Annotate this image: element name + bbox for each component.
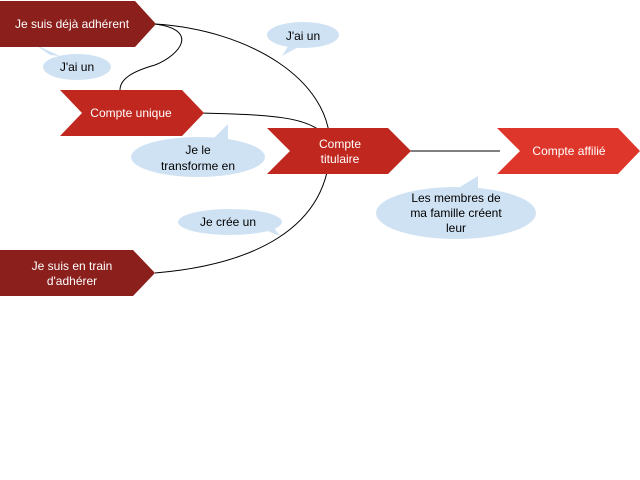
bubble-transforme-text-1: Je le [185, 143, 211, 157]
bubble-jai-un-left: J'ai un [34, 44, 111, 80]
connector-entrain-to-titulaire [154, 144, 331, 274]
bubble-jai-un-top-body [267, 22, 339, 48]
node-deja-adherent-shape [0, 1, 156, 47]
bubble-transforme-text-2: transforme en [161, 159, 235, 173]
node-compte-titulaire-shape [267, 128, 411, 174]
bubble-cree-un-body [178, 209, 282, 235]
node-en-train-text-2: d'adhérer [47, 274, 97, 288]
bubble-membres-body [376, 187, 536, 239]
bubble-cree-un: Je crée un [178, 209, 282, 236]
bubble-membres: Les membres de ma famille créent leur [376, 176, 536, 239]
node-en-train-text-1: Je suis en train [32, 259, 113, 273]
bubble-membres-text-2: ma famille créent [410, 206, 502, 220]
node-compte-affilie: Compte affilié [497, 128, 640, 174]
node-deja-adherent-text: Je suis déjà adhérent [15, 17, 130, 31]
node-compte-affilie-text: Compte affilié [532, 144, 605, 158]
bubble-cree-un-text: Je crée un [200, 215, 256, 229]
node-compte-unique-text: Compte unique [90, 106, 172, 120]
node-deja-adherent: Je suis déjà adhérent [0, 1, 156, 47]
node-en-train: Je suis en train d'adhérer [0, 250, 155, 296]
node-compte-affilie-shape [497, 128, 640, 174]
node-compte-titulaire-text-2: titulaire [321, 152, 360, 166]
node-compte-titulaire: Compte titulaire [267, 128, 411, 174]
node-compte-titulaire-text-1: Compte [319, 137, 361, 151]
bubble-jai-un-left-body [43, 54, 111, 80]
node-compte-unique: Compte unique [60, 90, 204, 136]
bubble-jai-un-top-text: J'ai un [286, 29, 320, 43]
node-compte-unique-shape [60, 90, 204, 136]
bubble-transforme: Je le transforme en [131, 124, 265, 177]
bubble-transforme-body [131, 137, 265, 177]
bubble-membres-text-1: Les membres de [411, 191, 501, 205]
bubble-jai-un-top: J'ai un [267, 22, 339, 56]
bubble-jai-un-left-text: J'ai un [60, 60, 94, 74]
bubble-membres-text-3: leur [446, 221, 466, 235]
connector-deja-to-unique [119, 23, 183, 91]
node-en-train-shape [0, 250, 155, 296]
connector-deja-to-titulaire [154, 23, 331, 146]
